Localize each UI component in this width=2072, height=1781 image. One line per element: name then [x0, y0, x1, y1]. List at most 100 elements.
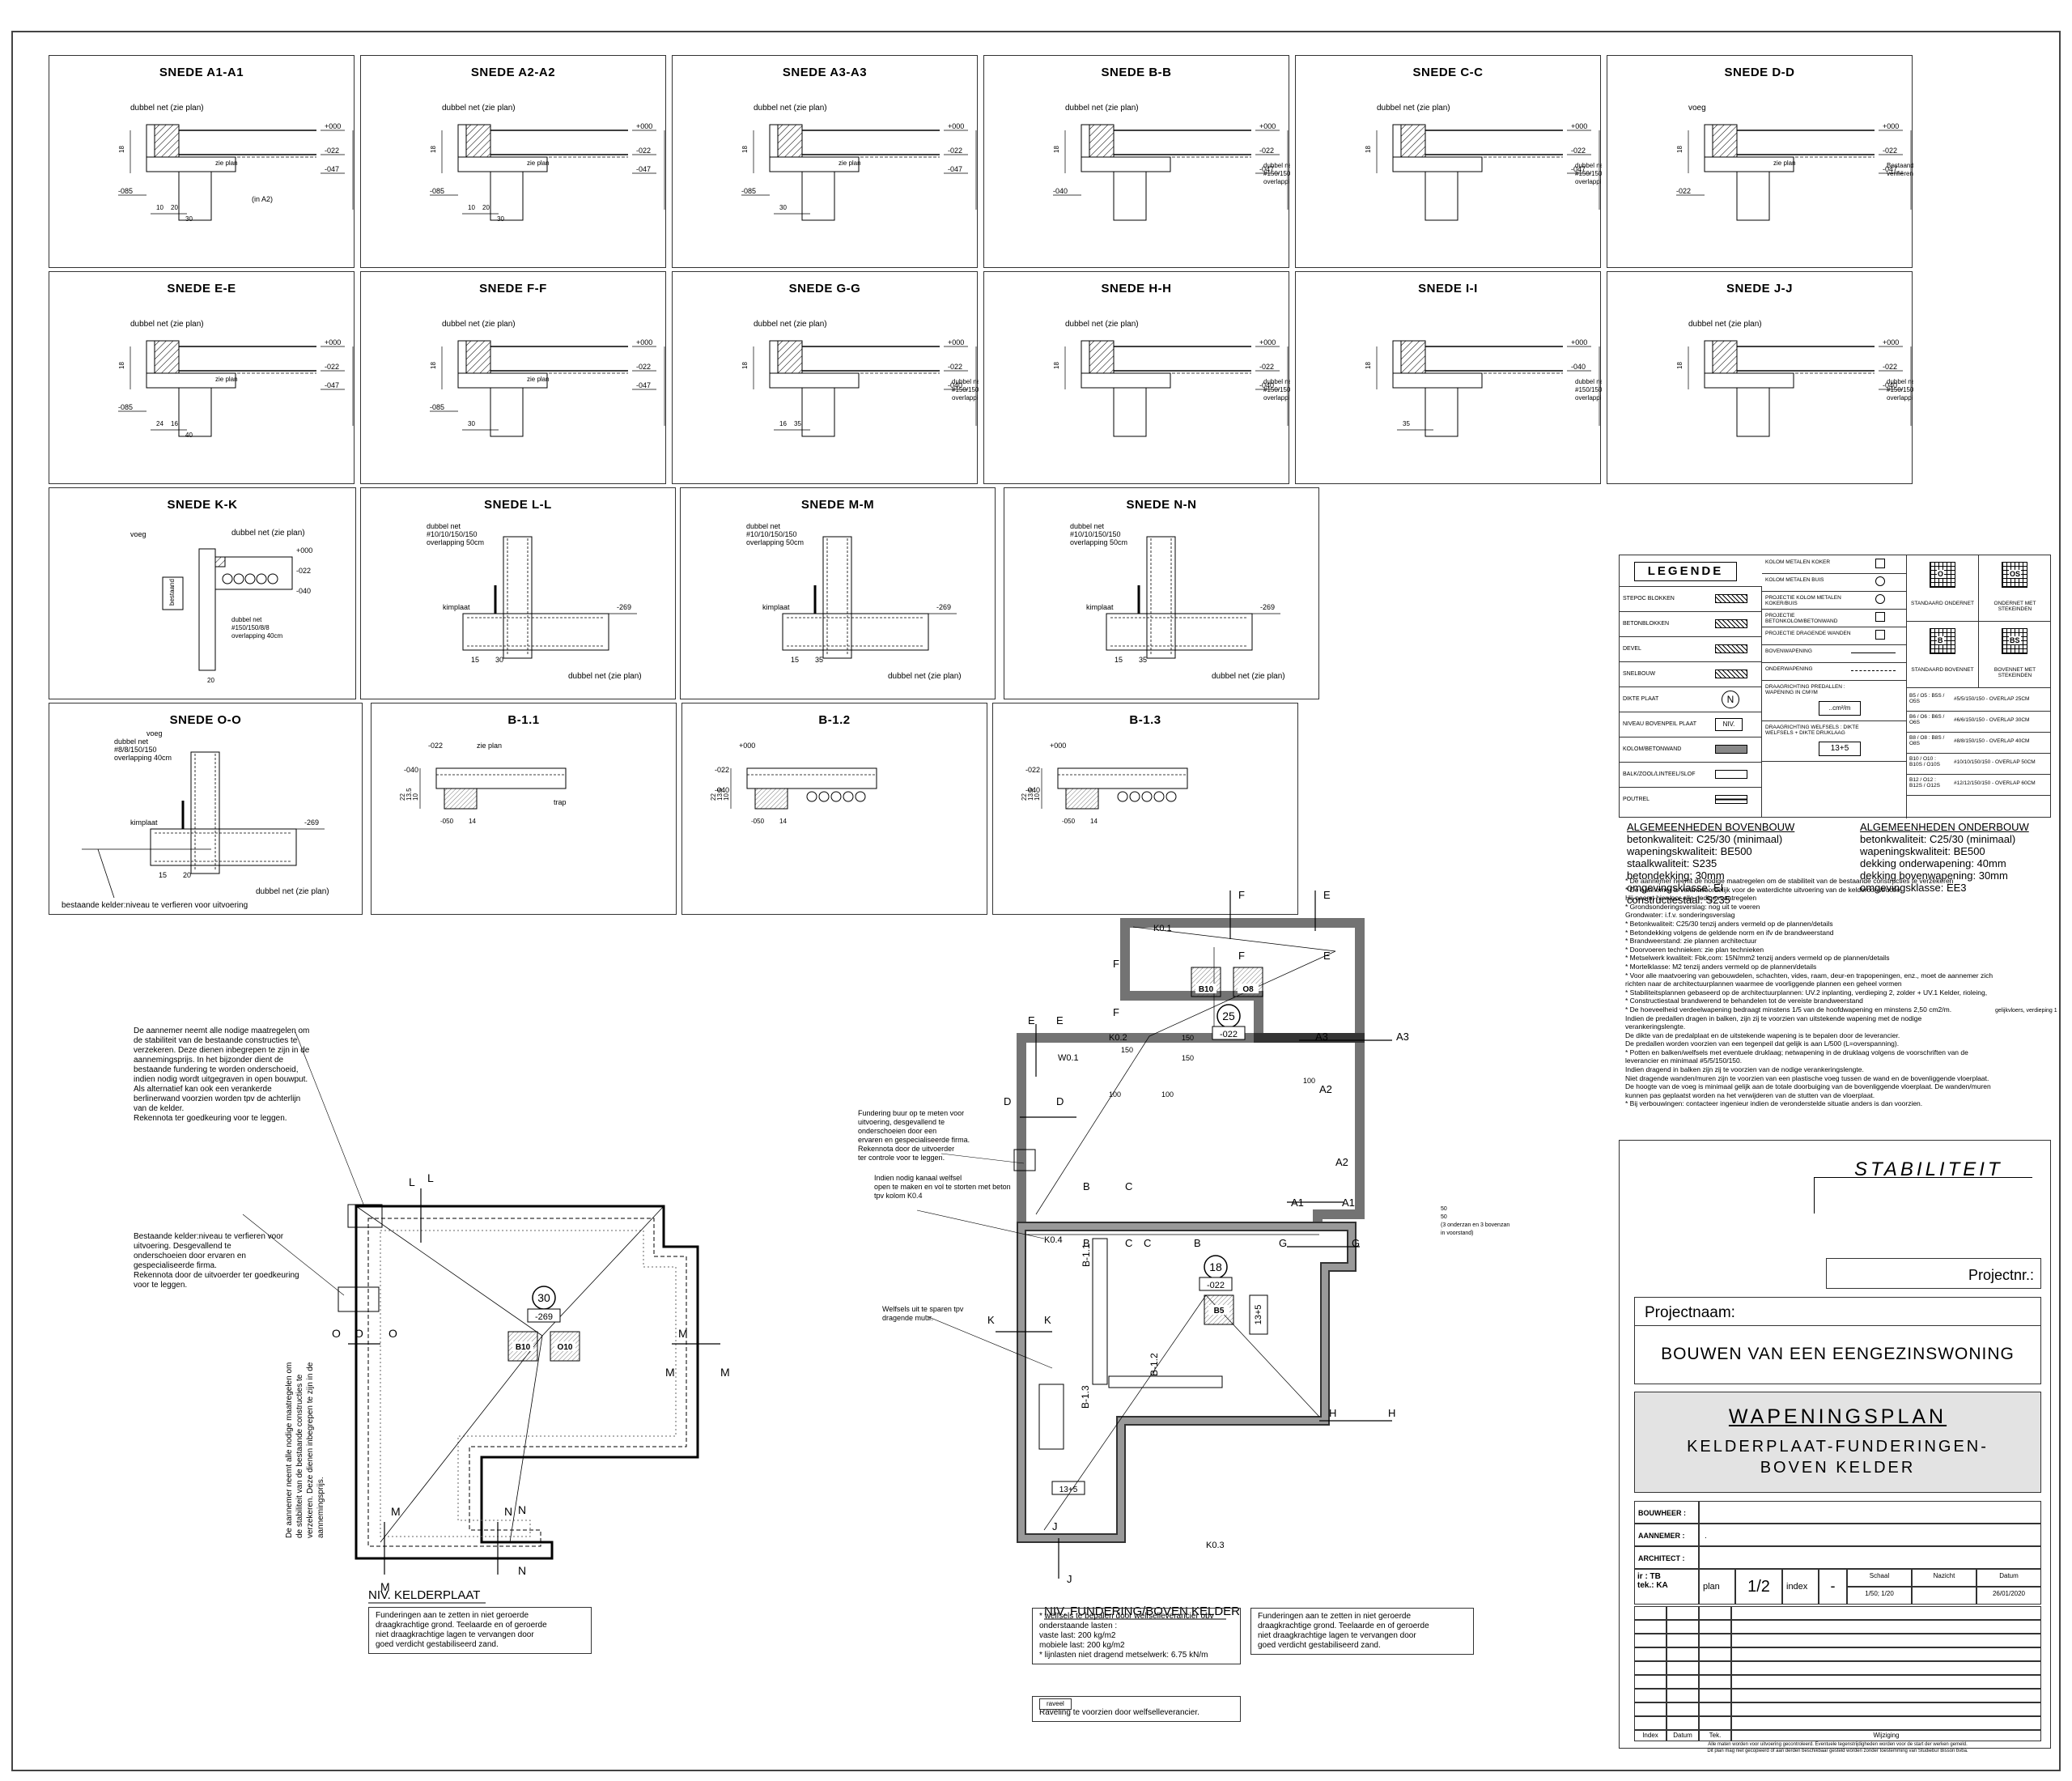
wall — [198, 548, 216, 671]
dimension: 10 — [723, 793, 730, 801]
spec-line: betonkwaliteit: C25/30 (minimaal) — [1627, 833, 1783, 845]
discipline-title: STABILITEIT — [1854, 1158, 2003, 1180]
net-label: dubbel net (zie plan) — [442, 104, 516, 113]
level: -022 — [1025, 766, 1040, 774]
level: +000 — [325, 338, 341, 346]
hollow-core — [818, 791, 830, 802]
net-spec-desc: #5/5/150/150 - OVERLAP 25CM — [1954, 696, 2030, 702]
title-block: STABILITEIT Projectnr.: Projectnaam: BOU… — [1619, 1140, 2051, 1753]
note-line: goed verdicht gestabiliseerd zand. — [1258, 1641, 1381, 1650]
dimension: 20 — [171, 204, 178, 211]
dimension: 18 — [1365, 362, 1372, 369]
foundation — [178, 387, 212, 437]
level: -040 — [1571, 363, 1586, 371]
net-code: O — [1937, 570, 1945, 578]
net-spec-code: B5 / O5 : B5S / O5S — [1909, 693, 1945, 704]
slab — [214, 556, 293, 590]
level: -022 — [1571, 147, 1586, 155]
dimension: 30 — [779, 204, 787, 211]
legend-symbol — [1715, 619, 1747, 628]
foundation — [801, 387, 835, 437]
wall-finish — [1392, 124, 1402, 158]
hollow-core — [222, 573, 233, 584]
level: -022 — [948, 147, 962, 155]
legend-symbol: NIV. — [1715, 718, 1743, 731]
nazicht-value — [1912, 1587, 1976, 1605]
hollow-core — [256, 573, 267, 584]
net-label: dubbel net (zie plan) — [1688, 320, 1762, 329]
net-note: overlapping 50cm — [1263, 394, 1290, 402]
kimplaat-label: kimplaat — [130, 818, 158, 827]
note-line: aannemingsprijs. In het bijzonder dient … — [134, 1056, 284, 1065]
level: -022 — [325, 147, 339, 155]
foundation — [801, 171, 835, 221]
hatched-wall — [465, 340, 491, 374]
net-note: overlapping 50cm — [1575, 178, 1602, 185]
legend-item: DRAAGRICHTING WELFSELS : DIKTE WELFSELS … — [1762, 720, 1906, 762]
rev-cell — [1731, 1620, 2041, 1634]
foundation-beam — [1704, 372, 1794, 389]
level: -022 — [1883, 363, 1897, 371]
rev-col-header: Index — [1634, 1730, 1667, 1741]
level: -085 — [430, 403, 444, 411]
rev-col-header: Tek. — [1699, 1730, 1731, 1741]
net-label: dubbel net (zie plan) — [1377, 104, 1450, 113]
discipline-bracket — [1814, 1177, 1815, 1214]
note-line: gespecialiseerde firma. — [134, 1261, 217, 1270]
legend-item: POUTREL — [1620, 787, 1761, 813]
hatched — [214, 556, 226, 567]
note-line: onderschoeien door een — [858, 1127, 937, 1135]
net-label: dubbel net (zie plan) — [754, 104, 827, 113]
zie-plan-label: zie plan — [477, 742, 502, 750]
note-line: * lijnlasten niet dragend metselwerk: 6.… — [1039, 1651, 1208, 1660]
rev-cell — [1634, 1661, 1667, 1675]
note-line: indien nodig wordt uitgegraven in open b… — [134, 1075, 308, 1084]
note-line: Rekennota ter goedkeuring voor te leggen… — [134, 1114, 287, 1123]
dimension: 14 — [779, 818, 787, 825]
zie-plan-label: zie plan — [1773, 159, 1796, 167]
rev-cell — [1634, 1647, 1667, 1661]
plan-label: plan — [1699, 1569, 1735, 1605]
kimplaat-label: kimplaat — [762, 603, 790, 611]
level: -040 — [948, 381, 962, 389]
foundation — [1736, 387, 1770, 437]
rev-cell — [1634, 1702, 1667, 1716]
kimplaat-label: kimplaat — [1086, 603, 1114, 611]
kimplaat-label: kimplaat — [443, 603, 470, 611]
level: -047 — [325, 165, 339, 173]
rev-cell — [1634, 1675, 1667, 1689]
spec-line: De dikte van de predalplaat en de uitste… — [1625, 1031, 1900, 1039]
net-label: dubbel net (zie plan) — [442, 320, 516, 329]
wall-finish — [769, 340, 779, 374]
note-line: Fundering buur op te meten voor — [858, 1109, 965, 1117]
datum-label: Datum — [1976, 1569, 2041, 1587]
spec-line: Indien dragend in balken zijn zij te voo… — [1625, 1065, 1864, 1074]
dimension: 10 — [1034, 793, 1041, 801]
dimension: 40 — [185, 431, 193, 439]
net-note: dubbel net — [1263, 378, 1290, 385]
note-line: Raveling te voorzien door welfselleveran… — [1039, 1708, 1199, 1717]
rev-cell — [1699, 1675, 1731, 1689]
spec-line: * Betondekking volgens de geldende norm … — [1625, 928, 1834, 937]
tb-row-value: . — [1699, 1524, 2041, 1546]
net-note: #150/150/10/10 — [952, 386, 979, 393]
legend-item: ONDERWAPENING — [1762, 662, 1906, 681]
net-note: dubbel net — [1575, 378, 1602, 385]
dimension: 30 — [497, 215, 504, 223]
dimension: 30 — [468, 420, 475, 427]
note-label: (in A2) — [252, 195, 273, 203]
kelder-box-note: Funderingen aan te zetten in niet geroer… — [368, 1607, 592, 1654]
plan-title-box: WAPENINGSPLAN KELDERPLAAT-FUNDERINGEN- B… — [1634, 1392, 2041, 1493]
wall — [1146, 536, 1176, 659]
fund-loads-note: * welfsels te bepalen door welfsellevera… — [1032, 1608, 1241, 1664]
rev-cell — [1731, 1634, 2041, 1647]
